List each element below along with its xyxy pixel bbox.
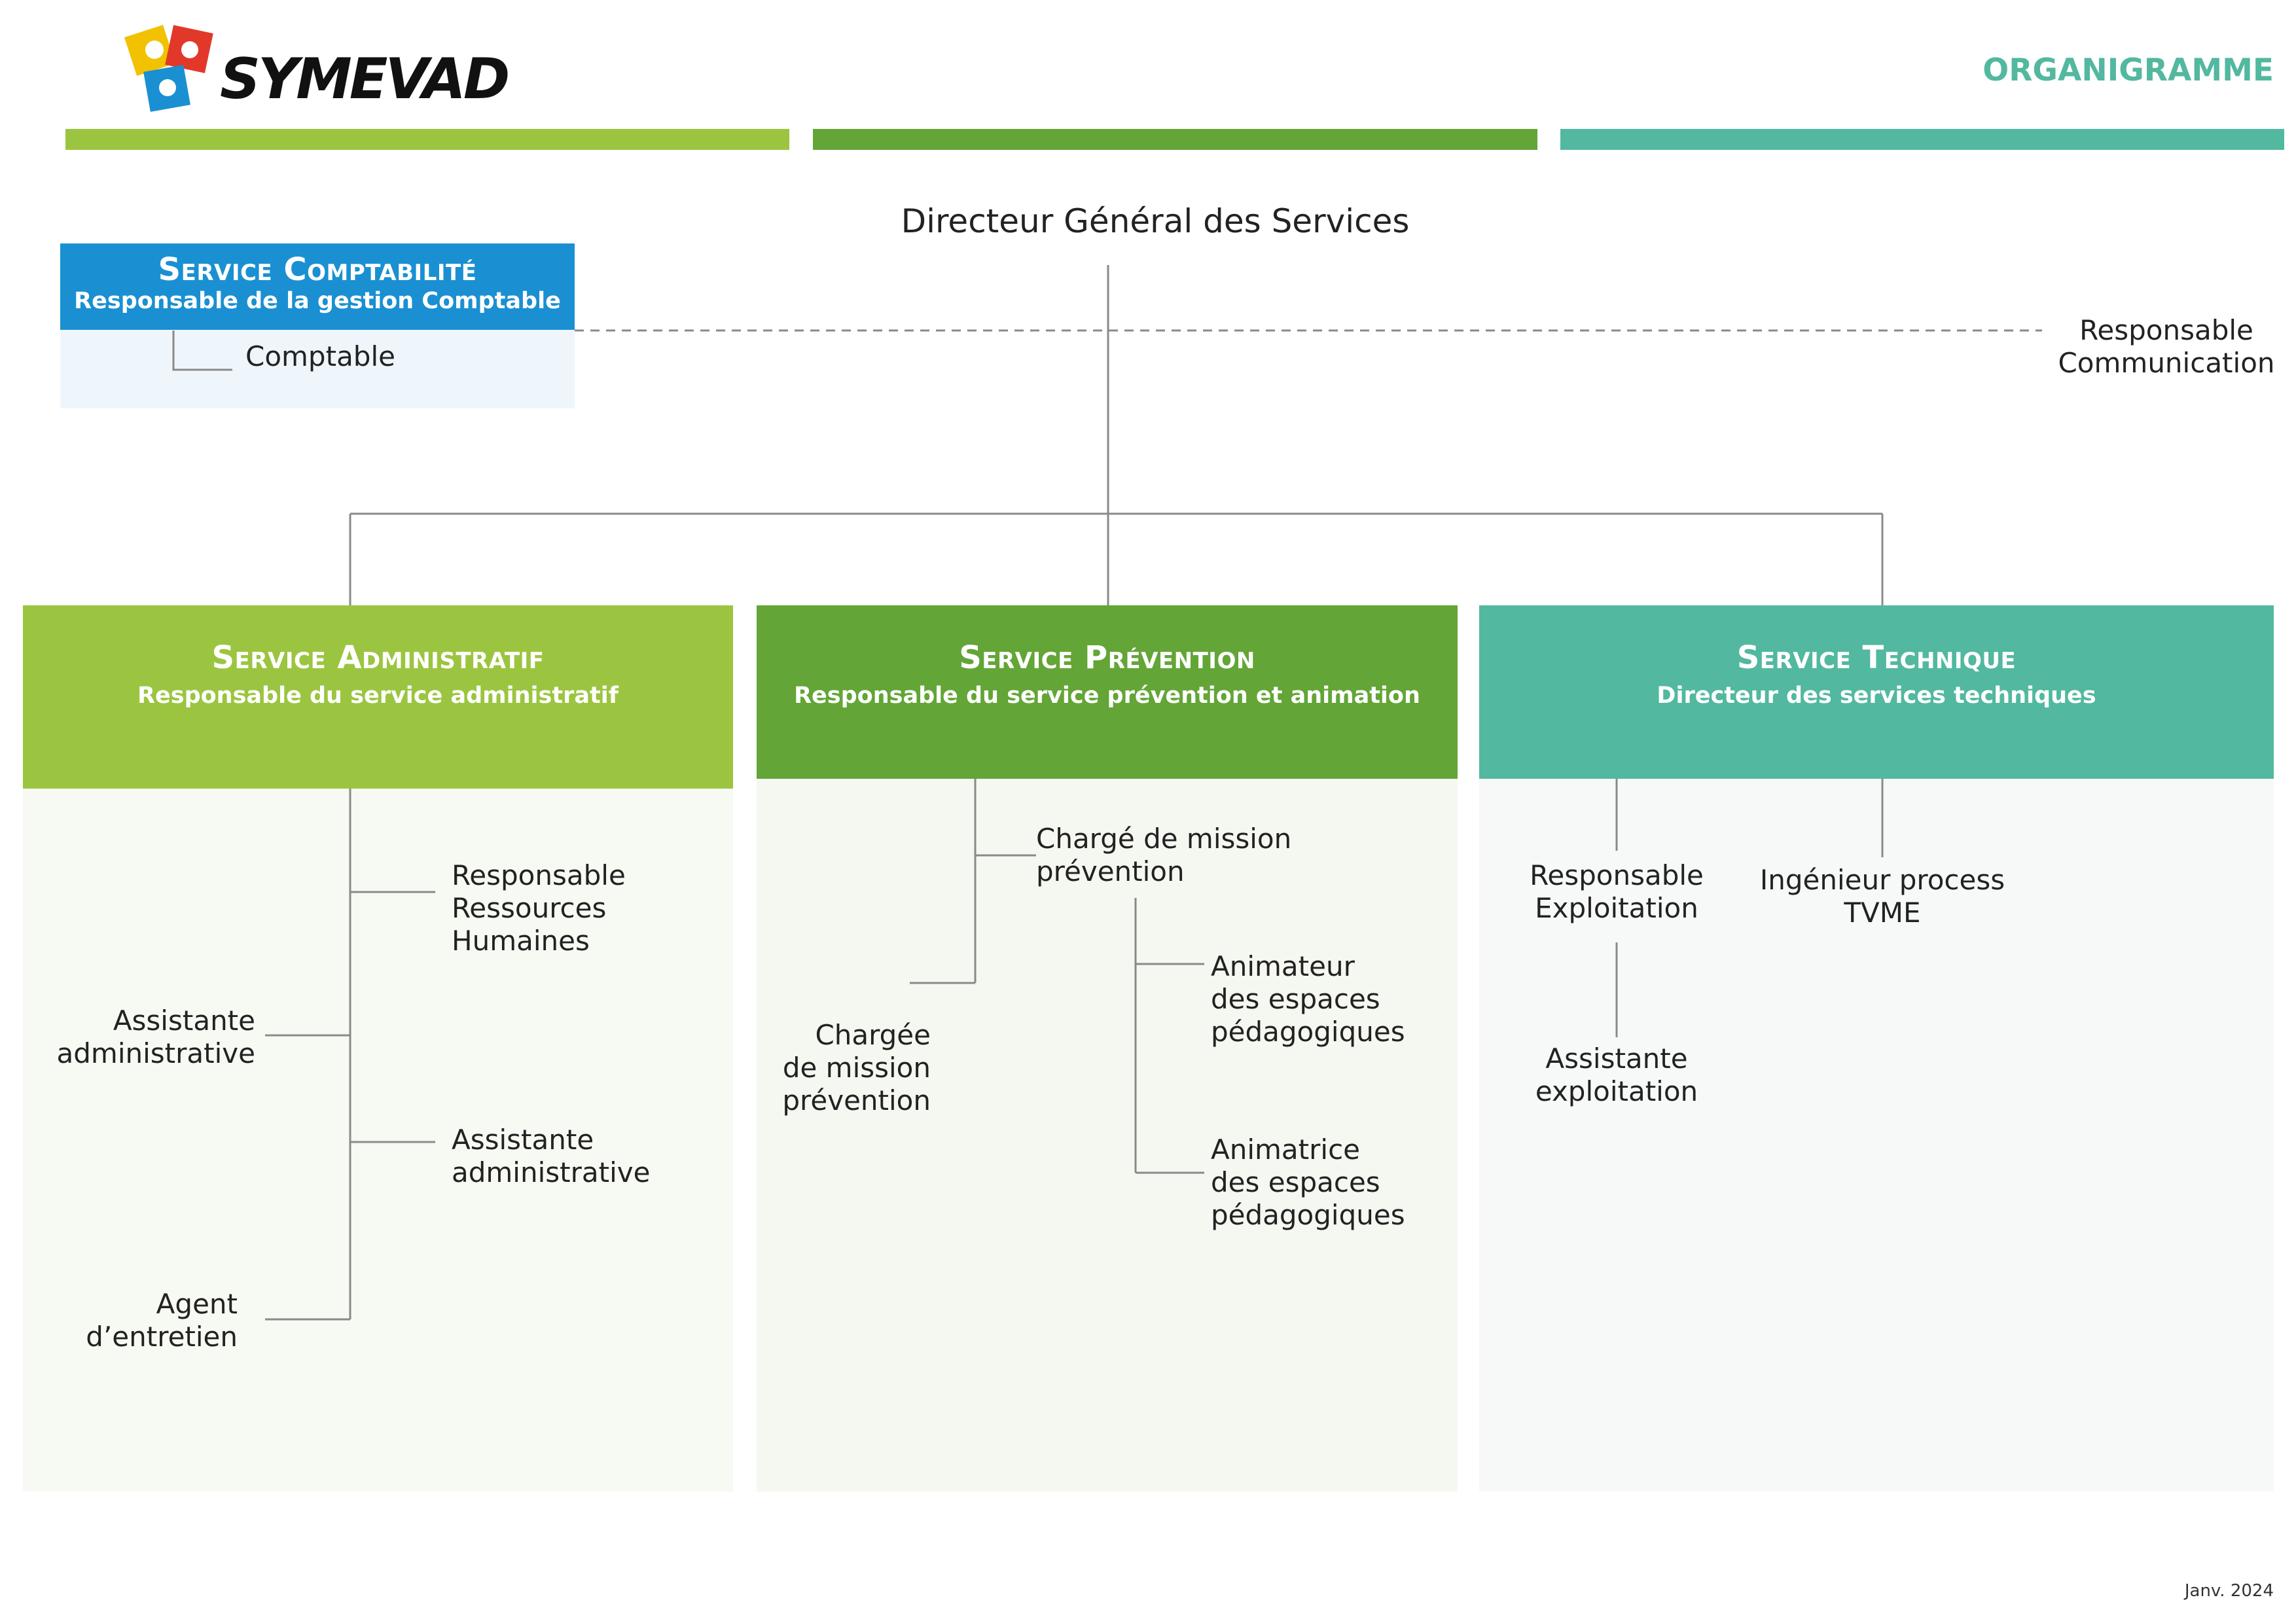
panel-technique: Service Technique Directeur des services… <box>1479 605 2274 1491</box>
technique-title: Service Technique <box>1736 639 2017 676</box>
panel-comptabilite: Service Comptabilité Responsable de la g… <box>60 243 575 408</box>
footer-date: Janv. 2024 <box>2184 1581 2274 1601</box>
member-chargee-mission: Chargée de mission prévention <box>782 1019 931 1116</box>
page-title: ORGANIGRAMME <box>1982 52 2274 88</box>
member-comptable: Comptable <box>245 340 395 372</box>
member-assistante-administrative-left: Assistante administrative <box>56 1005 255 1069</box>
member-responsable-exploitation: Responsable Exploitation <box>1530 859 1704 924</box>
header-band-3 <box>1560 129 2284 150</box>
logo-mark-icon <box>124 24 213 112</box>
member-responsable-rh: Responsable Ressources Humaines <box>452 859 626 957</box>
communication-label: Responsable Communication <box>2058 314 2275 379</box>
technique-subtitle: Directeur des services techniques <box>1657 683 2096 709</box>
link-comptable <box>172 330 232 371</box>
comptabilite-title: Service Comptabilité <box>158 251 477 288</box>
member-charge-mission: Chargé de mission prévention <box>1036 823 1292 887</box>
prevention-title: Service Prévention <box>959 639 1255 676</box>
prevention-subtitle: Responsable du service prévention et ani… <box>794 683 1420 709</box>
header-band-2 <box>813 129 1537 150</box>
brand-name: SYMEVAD <box>220 46 510 112</box>
director-label: Directeur Général des Services <box>901 202 1410 240</box>
member-animateur: Animateur des espaces pédagogiques <box>1211 950 1405 1048</box>
panel-administratif-header: Service Administratif Responsable du ser… <box>23 605 733 789</box>
panel-prevention: Service Prévention Responsable du servic… <box>757 605 1458 1491</box>
member-ingenieur-process: Ingénieur process TVME <box>1759 864 2005 929</box>
member-agent-entretien: Agent d’entretien <box>86 1288 238 1353</box>
member-assistante-exploitation: Assistante exploitation <box>1535 1043 1698 1107</box>
logo: SYMEVAD <box>122 17 510 115</box>
member-animatrice: Animatrice des espaces pédagogiques <box>1211 1133 1405 1231</box>
administratif-subtitle: Responsable du service administratif <box>137 683 619 709</box>
panel-comptabilite-header: Service Comptabilité Responsable de la g… <box>60 243 575 330</box>
header-band-1 <box>65 129 789 150</box>
panel-administratif: Service Administratif Responsable du ser… <box>23 605 733 1491</box>
administratif-title: Service Administratif <box>211 639 545 676</box>
panel-technique-header: Service Technique Directeur des services… <box>1479 605 2274 779</box>
member-assistante-administrative-right: Assistante administrative <box>452 1124 651 1188</box>
comptabilite-subtitle: Responsable de la gestion Comptable <box>74 288 561 314</box>
panel-prevention-header: Service Prévention Responsable du servic… <box>757 605 1458 779</box>
